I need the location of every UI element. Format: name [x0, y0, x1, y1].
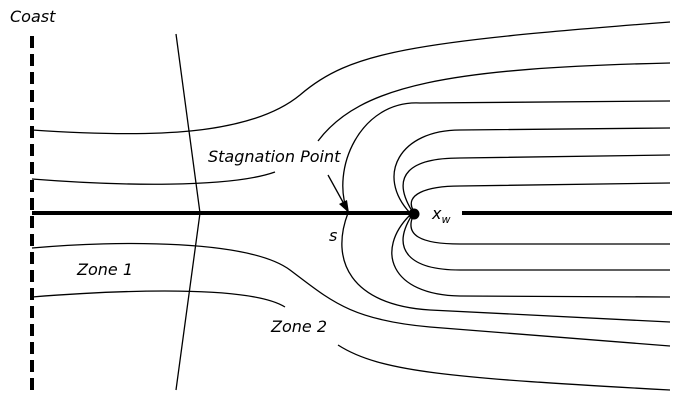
lower-streamlines [31, 212, 671, 391]
streamline-l2 [31, 290, 286, 308]
upper-streamlines [31, 21, 671, 214]
stagnation-distance-label: s [329, 226, 338, 245]
stagnation-point-label: Stagnation Point [208, 147, 341, 166]
well-distance-symbol: x [432, 204, 442, 223]
streamline-l4 [341, 212, 671, 323]
streamline-l1 [31, 242, 671, 347]
streamline-l6 [402, 214, 670, 271]
stagnation-arrow [327, 174, 349, 213]
streamline-u1 [31, 21, 671, 135]
well-point-marker [408, 208, 420, 220]
streamline-u2 [31, 171, 276, 185]
zone-boundary-line [175, 33, 201, 391]
streamline-u3 [317, 62, 671, 142]
zone-1-label: Zone 1 [77, 260, 133, 279]
streamline-u7 [410, 182, 671, 211]
streamline-l5 [391, 214, 671, 298]
streamline-u5 [393, 127, 671, 214]
streamline-u4 [342, 100, 671, 214]
streamline-l7 [410, 215, 670, 245]
coast-label: Coast [10, 7, 56, 26]
well-distance-label: xw [432, 204, 451, 226]
well-distance-subscript: w [441, 213, 451, 226]
zone-2-label: Zone 2 [271, 317, 327, 336]
streamline-l3 [337, 344, 671, 391]
streamline-u6 [402, 154, 671, 212]
